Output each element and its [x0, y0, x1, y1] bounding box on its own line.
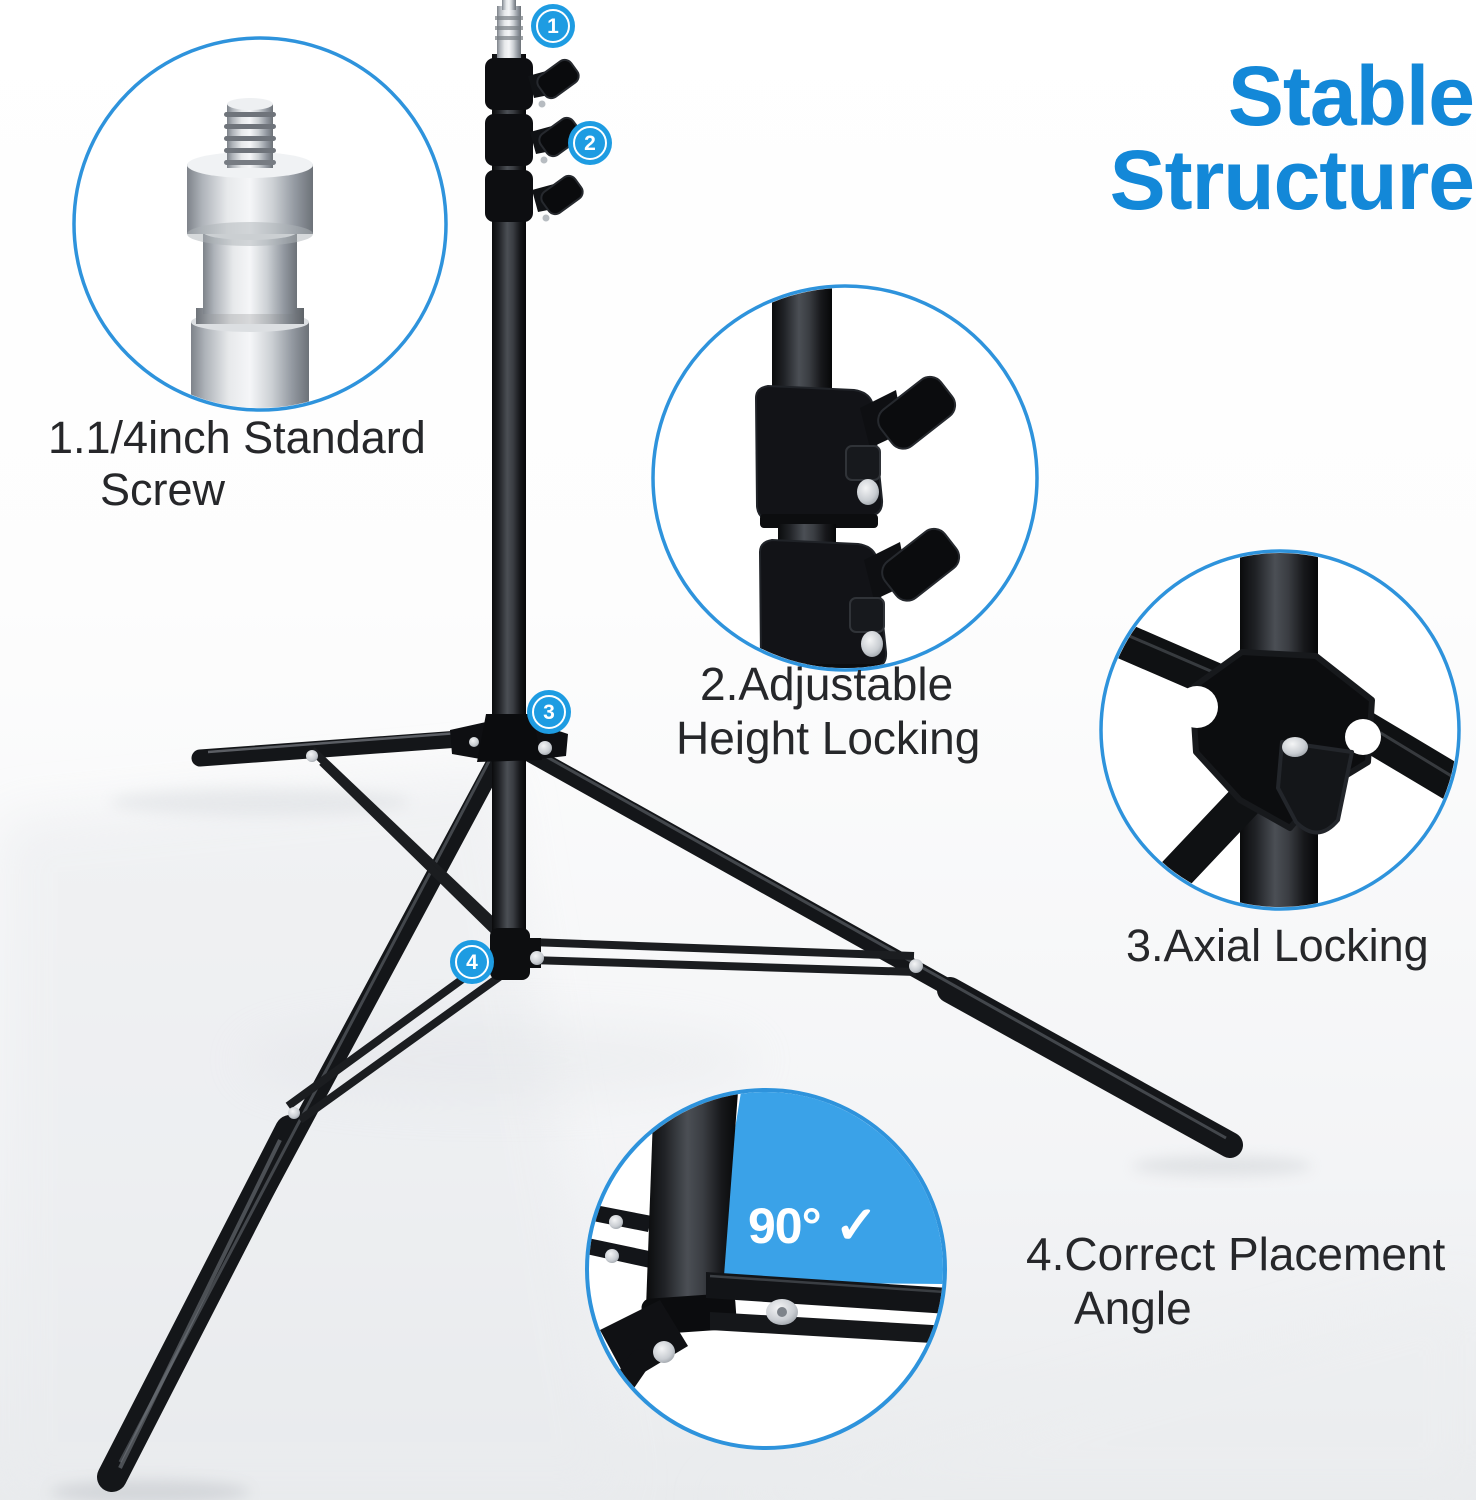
angle-value: 90°✓ — [748, 1196, 878, 1256]
step-badge-2: 2 — [568, 121, 612, 165]
callout-circle-height-lock — [651, 284, 1039, 672]
callout-label-angle-line2: Angle — [1074, 1282, 1192, 1334]
light-stand-photo — [97, 0, 1243, 1492]
badge-number: 4 — [466, 950, 478, 974]
callout-label-screw-line2: Screw — [100, 464, 226, 515]
check-icon: ✓ — [834, 1197, 879, 1255]
badge-ring — [532, 695, 566, 729]
title-line-1: Stable — [1227, 49, 1475, 143]
callout-circle-angle — [585, 1088, 947, 1450]
badge-ring — [455, 945, 489, 979]
step-badge-1: 1 — [531, 4, 575, 48]
callout-label-height-line1: 2.Adjustable — [700, 658, 954, 710]
axial-locking-hub-icon — [1103, 553, 1457, 907]
angle-degrees: 90° — [748, 1198, 822, 1254]
leg-braces — [285, 747, 917, 1124]
badge-ring — [573, 126, 607, 160]
callout-label-screw-line1: 1.1/4inch Standard — [48, 412, 426, 463]
badge-ring — [536, 9, 570, 43]
screw-adapter-icon — [187, 98, 313, 408]
lower-collar — [490, 928, 544, 980]
badge-number: 3 — [543, 700, 555, 724]
badge-number: 1 — [547, 14, 559, 38]
angle-wedge — [710, 1092, 943, 1284]
pivot-rivets — [288, 750, 923, 1119]
step-badge-3: 3 — [527, 690, 571, 734]
badge-number: 2 — [584, 131, 596, 155]
height-locking-clamps-icon — [754, 288, 961, 668]
callout-label-height-line2: Height Locking — [676, 712, 981, 764]
step-badge-4: 4 — [450, 940, 494, 984]
callout-circle-screw — [72, 36, 448, 412]
callout-circle-axial-lock — [1099, 549, 1461, 911]
title-line-2: Structure — [1109, 133, 1475, 227]
top-spigot — [497, 6, 521, 58]
callout-label-angle-line1: 4.Correct Placement — [1026, 1228, 1446, 1280]
height-lock-knobs — [485, 58, 584, 222]
callout-label-axial: 3.Axial Locking — [1126, 920, 1429, 971]
